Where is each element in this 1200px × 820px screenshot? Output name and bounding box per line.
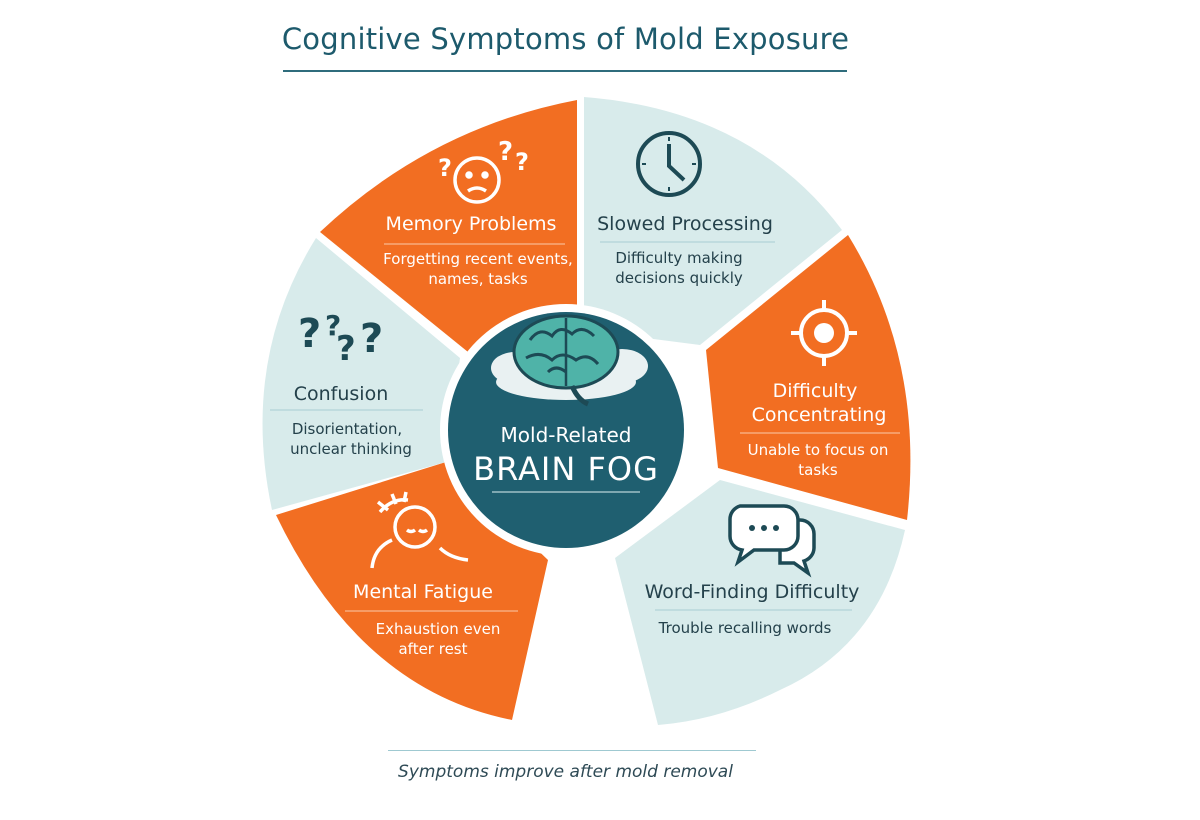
confusion-desc-2: unclear thinking <box>290 440 412 458</box>
svg-text:?: ? <box>336 329 356 369</box>
segment-difficulty-concentrating <box>706 235 911 520</box>
memory-problems-heading: Memory Problems <box>386 213 557 235</box>
difficulty-concentrating-heading-2: Concentrating <box>752 404 887 426</box>
confused-face-icon <box>453 156 501 204</box>
question-mark-icon: ? <box>498 137 513 167</box>
center-line1: Mold-Related <box>501 423 632 447</box>
footer-rule <box>388 750 756 751</box>
clock-icon <box>636 131 702 197</box>
svg-text:?: ? <box>298 311 321 357</box>
mental-fatigue-heading: Mental Fatigue <box>353 581 493 603</box>
segment-mental-fatigue <box>276 462 548 720</box>
word-finding-heading: Word-Finding Difficulty <box>645 581 860 603</box>
target-icon <box>791 300 857 366</box>
slowed-processing-heading: Slowed Processing <box>597 213 773 235</box>
tired-person-icon <box>370 491 469 569</box>
slowed-processing-desc-2: decisions quickly <box>615 269 743 287</box>
question-mark-icon: ? <box>438 154 452 182</box>
difficulty-concentrating-desc-1: Unable to focus on <box>748 441 889 459</box>
memory-problems-desc-2: names, tasks <box>428 270 527 288</box>
svg-text:?: ? <box>325 309 341 342</box>
page-title: Cognitive Symptoms of Mold Exposure <box>281 22 850 56</box>
slowed-processing-desc-1: Difficulty making <box>615 249 742 267</box>
speech-bubbles-icon <box>728 504 816 578</box>
segment-word-finding <box>615 480 905 725</box>
mental-fatigue-desc-1: Exhaustion even <box>376 620 501 638</box>
segment-slowed-processing <box>584 97 842 345</box>
svg-text:?: ? <box>360 316 383 362</box>
segment-memory-problems <box>320 100 577 352</box>
title-underline <box>283 70 847 72</box>
footer-note: Symptoms improve after mold removal <box>398 762 733 782</box>
difficulty-concentrating-heading-1: Difficulty <box>773 380 858 402</box>
question-mark-icon: ? <box>515 148 529 176</box>
confusion-desc-1: Disorientation, <box>292 420 402 438</box>
mental-fatigue-desc-2: after rest <box>398 640 467 658</box>
segment-confusion <box>262 238 460 510</box>
center-line2: BRAIN FOG <box>473 450 659 488</box>
confusion-heading: Confusion <box>294 383 389 405</box>
word-finding-desc-1: Trouble recalling words <box>658 619 832 637</box>
question-marks-icon: ? ? ? ? <box>298 309 383 369</box>
difficulty-concentrating-desc-2: tasks <box>798 461 838 479</box>
memory-problems-desc-1: Forgetting recent events, <box>383 250 573 268</box>
brain-cloud-icon <box>491 314 648 407</box>
